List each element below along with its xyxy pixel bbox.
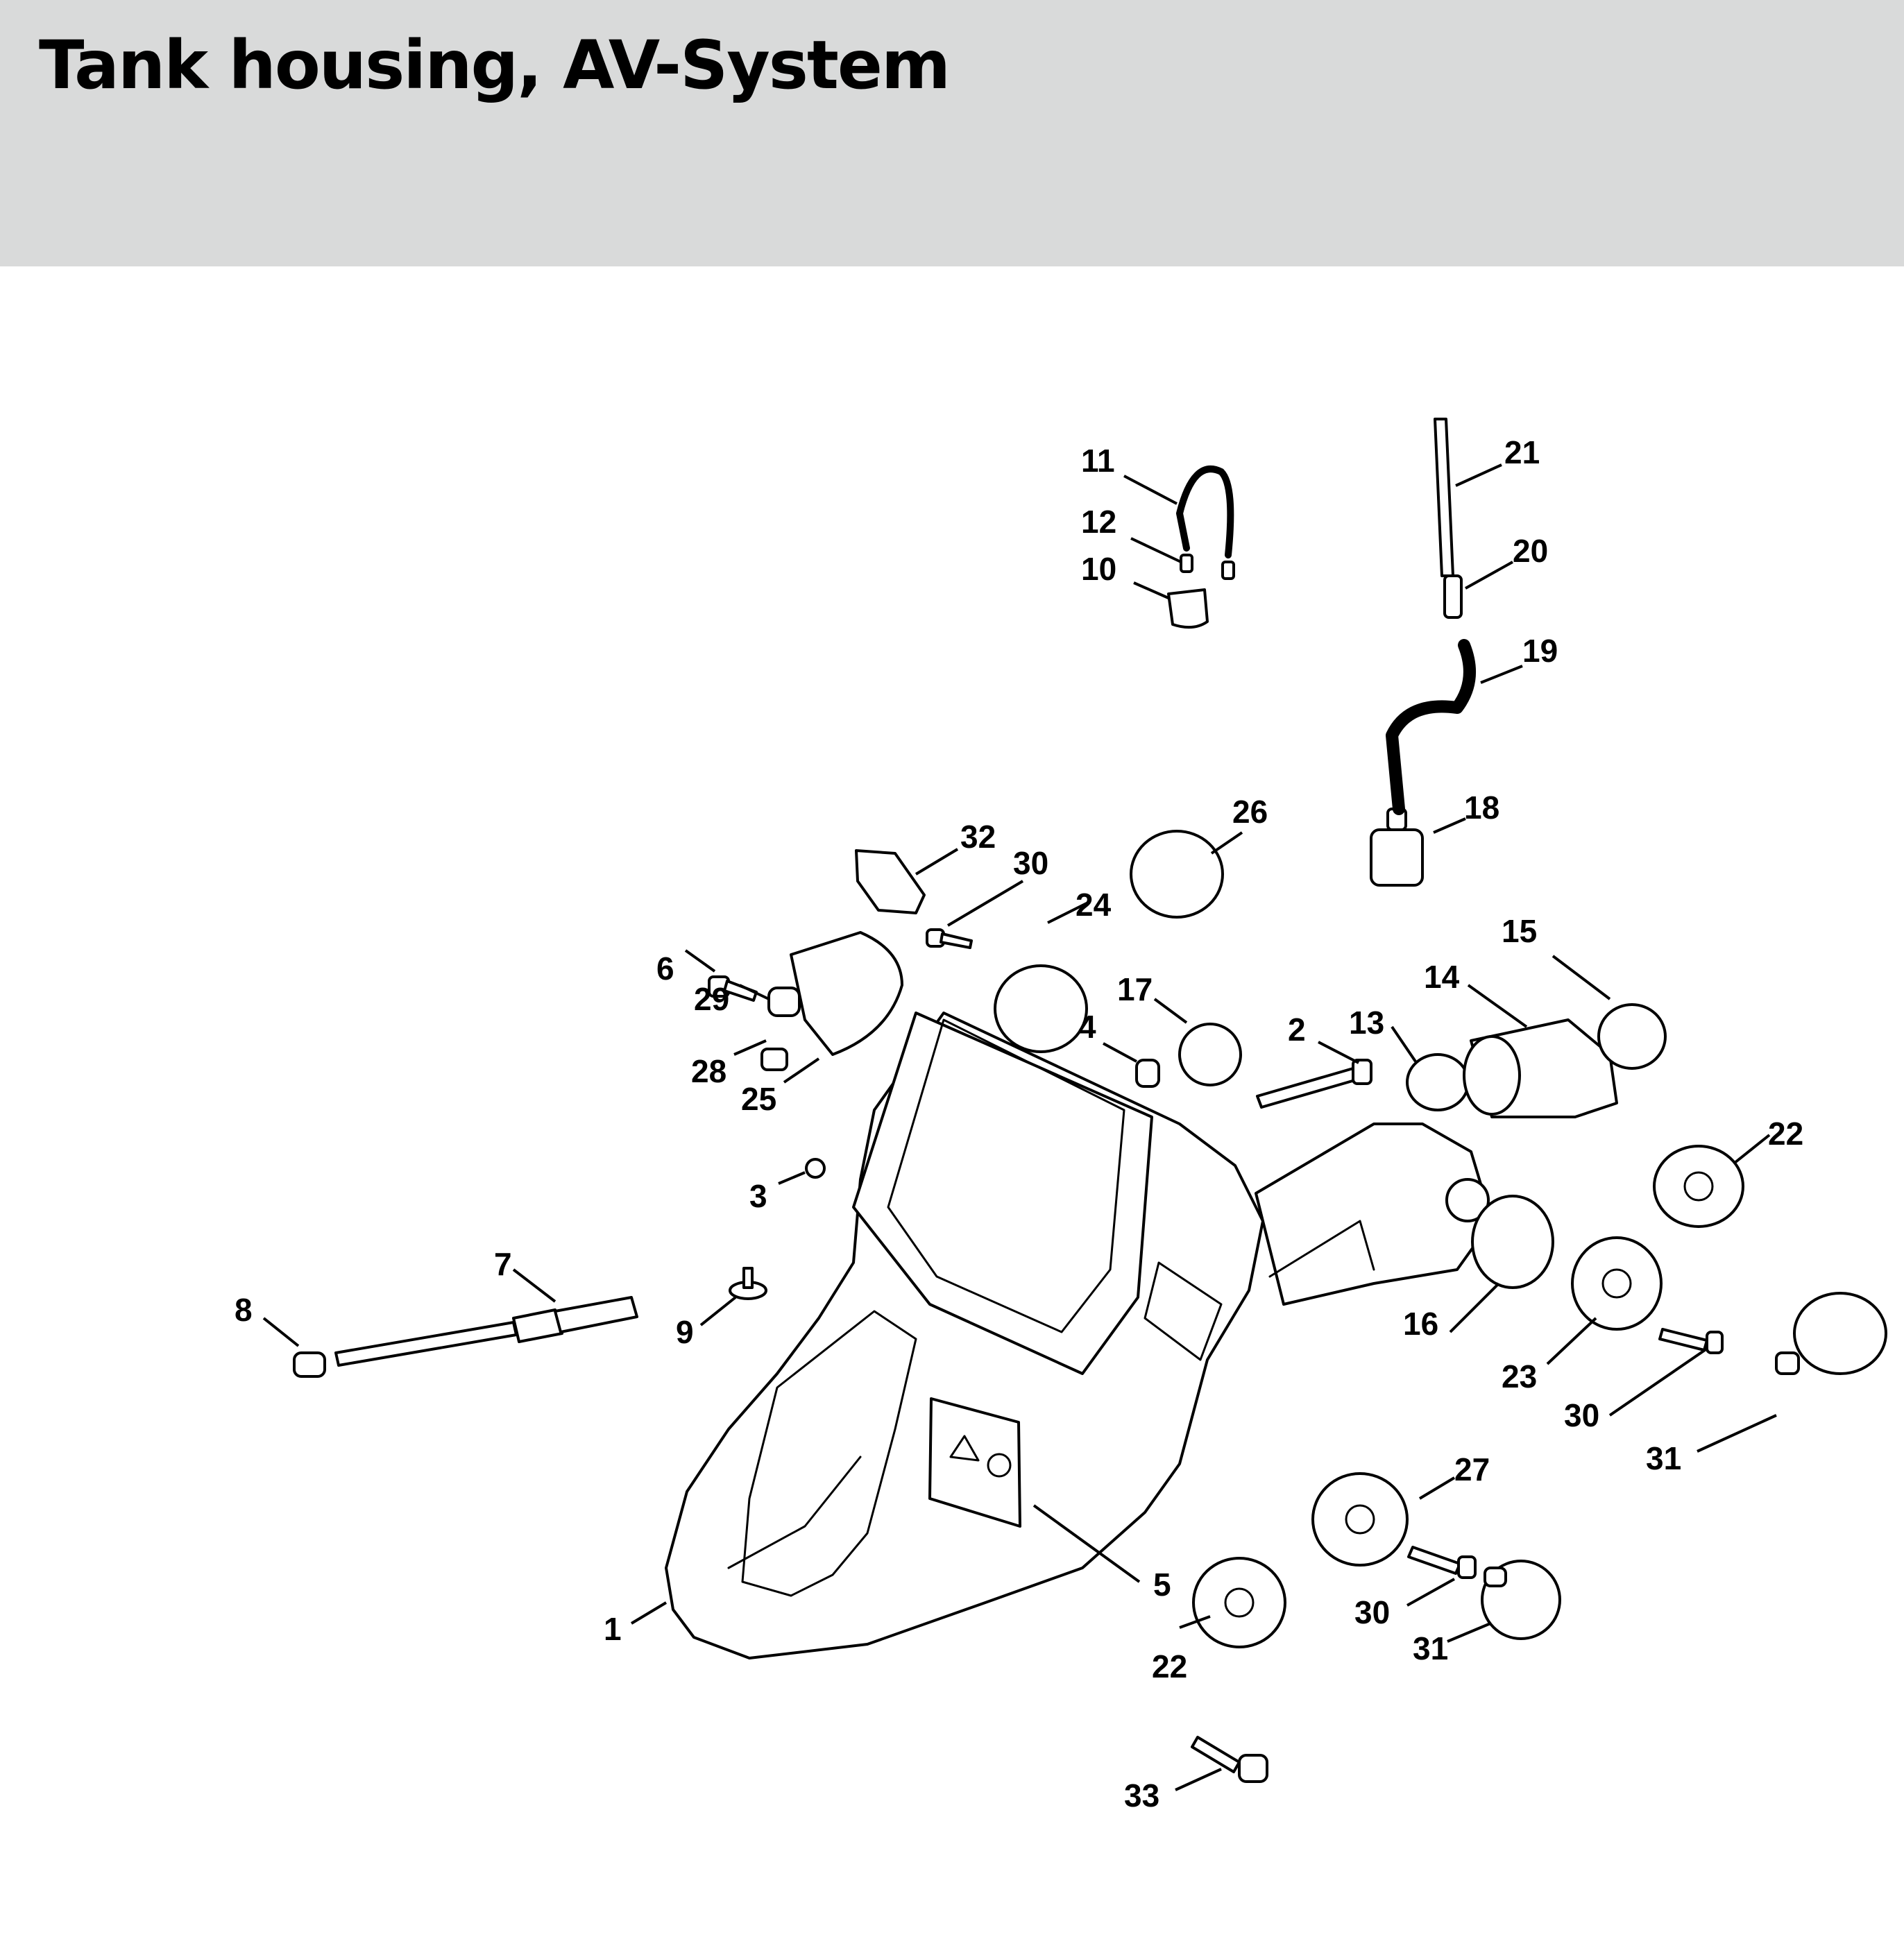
sleeve-8-part: [293, 1351, 326, 1378]
callout-22-lower: 22: [1152, 1648, 1187, 1684]
ring-16-part: [1471, 1195, 1554, 1289]
buffer-27-part: [1311, 1472, 1409, 1567]
nut-4-part: [1135, 1059, 1160, 1088]
screw-30-lower-part: [1407, 1546, 1477, 1579]
cover-25-part: [790, 931, 903, 1056]
callout-32: 32: [960, 819, 996, 855]
hose-11-part: [1176, 466, 1234, 558]
callout-29: 29: [694, 981, 729, 1017]
callout-30-lower: 30: [1354, 1594, 1390, 1630]
buffer-22-part: [1653, 1145, 1744, 1228]
tube-21-part: [1434, 418, 1454, 577]
tank-housing-part: [665, 1012, 1264, 1659]
callout-27: 27: [1454, 1451, 1490, 1487]
callout-5: 5: [1153, 1567, 1171, 1603]
callout-4: 4: [1078, 1009, 1096, 1045]
callout-labels: 1 2 3 4 5 6 7 8 9 10 11 12 13 14 15 16 1…: [235, 434, 1803, 1814]
screw-2-part: [1256, 1059, 1372, 1109]
fitting-20-part: [1443, 574, 1463, 619]
callout-15: 15: [1502, 913, 1537, 949]
callout-20: 20: [1513, 533, 1548, 569]
callout-26: 26: [1232, 794, 1268, 830]
rod-7-part: [334, 1296, 638, 1367]
callout-11: 11: [1081, 443, 1115, 479]
callout-17: 17: [1117, 971, 1153, 1007]
buffer-24-part: [994, 964, 1088, 1053]
callout-12: 12: [1081, 504, 1116, 540]
clamp-15-part: [1597, 1003, 1667, 1070]
callout-14: 14: [1424, 959, 1460, 995]
ring-17-part: [1178, 1023, 1242, 1086]
page-title: Tank housing, AV-System: [39, 26, 951, 104]
callout-19: 19: [1522, 633, 1558, 669]
callout-6: 6: [656, 950, 674, 987]
washer-3-part: [805, 1158, 826, 1179]
callout-28: 28: [691, 1053, 726, 1089]
ring-13-part: [1406, 1053, 1470, 1111]
callout-30-upper: 30: [1013, 845, 1048, 881]
callout-3: 3: [749, 1178, 767, 1214]
cap-31-lower-part: [1481, 1560, 1561, 1640]
callout-24: 24: [1076, 887, 1112, 923]
fitting-12-part: [1180, 554, 1235, 580]
callout-18: 18: [1464, 790, 1499, 826]
buffer-26-part: [1130, 830, 1224, 919]
bracket-32-part: [855, 849, 926, 914]
cap-31-right-part: [1775, 1292, 1887, 1375]
callout-1: 1: [604, 1611, 622, 1647]
callout-21: 21: [1504, 434, 1540, 470]
callout-25: 25: [741, 1081, 776, 1117]
callout-30-right: 30: [1564, 1397, 1599, 1433]
callout-7: 7: [494, 1246, 512, 1282]
callout-31-lower: 31: [1413, 1630, 1448, 1666]
screw-33-part: [1191, 1736, 1268, 1783]
callout-8: 8: [235, 1292, 253, 1328]
header-band: Tank housing, AV-System: [0, 0, 1904, 266]
callout-33: 33: [1124, 1777, 1159, 1814]
manifold-14-part: [1463, 1018, 1618, 1118]
callout-23: 23: [1502, 1358, 1537, 1394]
callout-2: 2: [1288, 1012, 1306, 1048]
pin-9-part: [729, 1267, 767, 1300]
exploded-parts-diagram: 1 2 3 4 5 6 7 8 9 10 11 12 13 14 15 16 1…: [235, 418, 1887, 1814]
buffer-23-part: [1571, 1236, 1663, 1331]
hose-19-part: [1386, 639, 1476, 815]
callout-31-right: 31: [1646, 1440, 1681, 1476]
weight-10-part: [1167, 588, 1209, 629]
filter-18-part: [1370, 808, 1424, 887]
callout-9: 9: [676, 1314, 694, 1350]
buffer-22-lower-part: [1192, 1557, 1286, 1648]
callout-10: 10: [1081, 551, 1116, 587]
leader-lines: [262, 463, 1777, 1791]
sleeve-29-part: [767, 987, 801, 1017]
screw-28-part: [760, 1048, 788, 1071]
screw-30-right-part: [1658, 1328, 1724, 1354]
handle-part: [1255, 1123, 1493, 1306]
callout-13: 13: [1349, 1005, 1384, 1041]
callout-22: 22: [1768, 1116, 1803, 1152]
callout-16: 16: [1403, 1306, 1438, 1342]
screw-30-upper-part: [926, 928, 973, 949]
